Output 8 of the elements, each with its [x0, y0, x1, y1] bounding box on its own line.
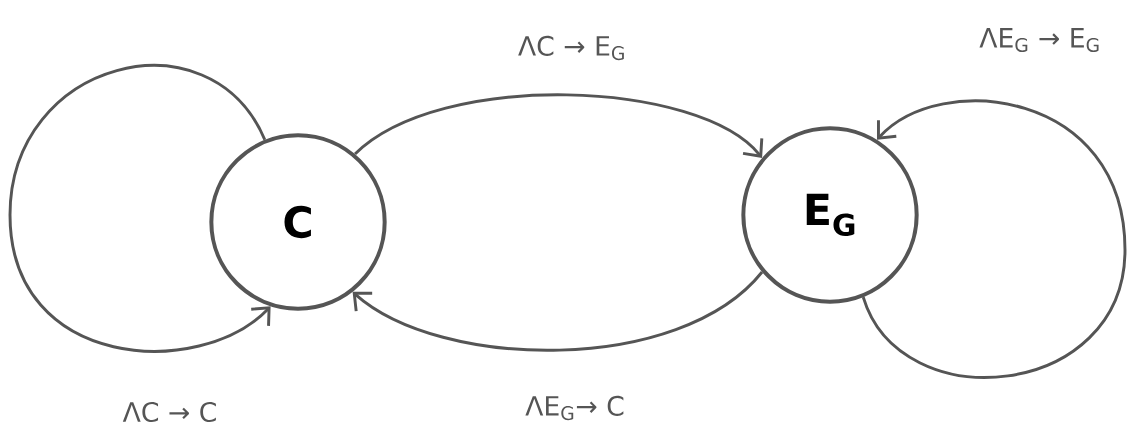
edge-label: ΛE$_{G}$ → E$_{G}$ [976, 25, 1104, 55]
edge-label: ΛE$_{G}$→ C [522, 393, 628, 423]
arrow [861, 99, 1127, 379]
edge-label: ΛC → E$_{G}$ [515, 33, 629, 63]
arrow [354, 93, 764, 158]
edge-label: ΛC → C [119, 399, 221, 425]
arrow [8, 64, 271, 353]
arrow [352, 270, 764, 352]
